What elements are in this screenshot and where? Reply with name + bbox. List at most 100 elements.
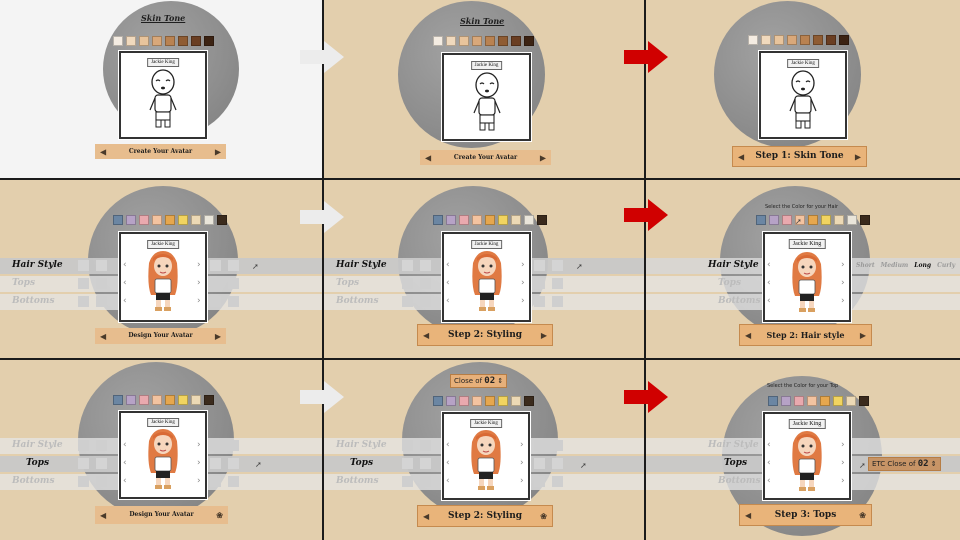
color-swatch[interactable] bbox=[847, 215, 857, 225]
color-swatch[interactable] bbox=[846, 396, 856, 406]
style-thumbnail[interactable] bbox=[402, 440, 413, 451]
hair-swatches[interactable] bbox=[433, 215, 547, 225]
chevron-left-icon[interactable]: ‹ bbox=[446, 458, 450, 468]
color-swatch[interactable] bbox=[113, 36, 123, 46]
style-thumbnail[interactable] bbox=[420, 440, 431, 451]
chevron-right-icon[interactable]: › bbox=[520, 476, 524, 486]
style-thumbnail[interactable] bbox=[210, 278, 221, 289]
hair-swatches[interactable] bbox=[113, 215, 227, 225]
style-thumbnail[interactable] bbox=[534, 296, 545, 307]
color-swatch[interactable] bbox=[800, 35, 810, 45]
color-swatch[interactable] bbox=[820, 396, 830, 406]
chevron-left-icon[interactable]: ‹ bbox=[767, 476, 771, 486]
chevron-right-icon[interactable]: › bbox=[520, 440, 524, 450]
color-swatch[interactable] bbox=[191, 36, 201, 46]
style-thumbnail[interactable] bbox=[552, 458, 563, 469]
hair-style-option[interactable]: Medium bbox=[880, 262, 909, 269]
style-thumbnail[interactable] bbox=[78, 458, 89, 469]
color-swatch[interactable] bbox=[217, 215, 227, 225]
style-thumbnail[interactable] bbox=[402, 476, 413, 487]
chevron-left-icon[interactable]: ‹ bbox=[123, 260, 127, 270]
color-swatch[interactable] bbox=[839, 35, 849, 45]
chevron-right-icon[interactable]: › bbox=[197, 458, 201, 468]
color-swatch[interactable] bbox=[748, 35, 758, 45]
chevron-left-icon[interactable]: ‹ bbox=[767, 278, 771, 288]
style-thumbnail[interactable] bbox=[534, 278, 545, 289]
chevron-right-icon[interactable]: › bbox=[197, 278, 201, 288]
step2-banner[interactable]: ◀Step 2: Styling❀ bbox=[417, 505, 553, 527]
step2-banner[interactable]: ◀Step 2: Styling▶ bbox=[417, 324, 553, 346]
style-thumbnail[interactable] bbox=[420, 260, 431, 271]
style-thumbnail[interactable] bbox=[210, 260, 221, 271]
chevron-right-icon[interactable]: › bbox=[841, 440, 845, 450]
chevron-right-icon[interactable]: › bbox=[197, 260, 201, 270]
color-swatch[interactable] bbox=[472, 396, 482, 406]
step1-banner[interactable]: ◀Step 1: Skin Tone▶ bbox=[732, 146, 867, 167]
color-swatch[interactable] bbox=[152, 395, 162, 405]
color-swatch[interactable] bbox=[774, 35, 784, 45]
color-swatch[interactable] bbox=[807, 396, 817, 406]
color-swatch[interactable] bbox=[433, 36, 443, 46]
hair-style-option[interactable]: Short bbox=[856, 262, 875, 269]
color-swatch[interactable] bbox=[165, 36, 175, 46]
color-swatch[interactable] bbox=[524, 396, 534, 406]
style-thumbnail[interactable] bbox=[402, 296, 413, 307]
color-swatch[interactable] bbox=[165, 395, 175, 405]
chevron-left-icon[interactable]: ‹ bbox=[123, 440, 127, 450]
color-swatch[interactable] bbox=[761, 35, 771, 45]
color-swatch[interactable] bbox=[821, 215, 831, 225]
chevron-right-icon[interactable]: › bbox=[841, 476, 845, 486]
color-swatch[interactable] bbox=[860, 215, 870, 225]
chevron-left-icon[interactable]: ‹ bbox=[123, 458, 127, 468]
chevron-left-icon[interactable]: ‹ bbox=[767, 458, 771, 468]
chevron-right-icon[interactable]: › bbox=[841, 260, 845, 270]
chevron-left-icon[interactable]: ‹ bbox=[123, 296, 127, 306]
create-avatar-button[interactable]: ◀Create Your Avatar▶ bbox=[420, 150, 551, 165]
style-thumbnail[interactable] bbox=[552, 278, 563, 289]
chevron-right-icon[interactable]: › bbox=[841, 296, 845, 306]
color-swatch[interactable] bbox=[859, 396, 869, 406]
chevron-left-icon[interactable]: ‹ bbox=[446, 278, 450, 288]
color-swatch[interactable] bbox=[524, 215, 534, 225]
design-avatar-button[interactable]: ◀Design Your Avatar❀ bbox=[95, 506, 228, 524]
style-thumbnail[interactable] bbox=[420, 476, 431, 487]
step2-hair-banner[interactable]: ◀Step 2: Hair style▶ bbox=[739, 324, 872, 346]
hair-style-option[interactable]: Curly bbox=[937, 262, 956, 269]
color-swatch[interactable] bbox=[834, 215, 844, 225]
style-thumbnail[interactable] bbox=[210, 476, 221, 487]
chevron-right-icon[interactable]: › bbox=[520, 458, 524, 468]
color-swatch[interactable] bbox=[472, 36, 482, 46]
color-swatch[interactable] bbox=[433, 215, 443, 225]
color-swatch[interactable] bbox=[782, 215, 792, 225]
color-swatch[interactable] bbox=[459, 215, 469, 225]
color-swatch[interactable] bbox=[459, 36, 469, 46]
style-thumbnail[interactable] bbox=[96, 260, 107, 271]
chevron-left-icon[interactable]: ‹ bbox=[123, 278, 127, 288]
style-thumbnail[interactable] bbox=[552, 476, 563, 487]
style-thumbnail[interactable] bbox=[534, 476, 545, 487]
create-avatar-button[interactable]: ◀Create Your Avatar▶ bbox=[95, 144, 226, 159]
chevron-right-icon[interactable]: › bbox=[197, 296, 201, 306]
color-swatch[interactable] bbox=[191, 215, 201, 225]
style-thumbnail[interactable] bbox=[402, 260, 413, 271]
color-swatch[interactable] bbox=[498, 215, 508, 225]
style-thumbnail[interactable] bbox=[228, 260, 239, 271]
color-swatch[interactable] bbox=[139, 395, 149, 405]
color-swatch[interactable] bbox=[191, 395, 201, 405]
hair-style-option[interactable]: Long bbox=[914, 262, 932, 269]
etc-close-of-stepper[interactable]: ETC Close of 02 ⇕ bbox=[868, 457, 941, 471]
style-thumbnail[interactable] bbox=[534, 440, 545, 451]
color-swatch[interactable] bbox=[833, 396, 843, 406]
color-swatch[interactable] bbox=[152, 215, 162, 225]
color-swatch[interactable] bbox=[126, 215, 136, 225]
chevron-left-icon[interactable]: ‹ bbox=[123, 476, 127, 486]
chevron-left-icon[interactable]: ‹ bbox=[767, 296, 771, 306]
color-swatch[interactable] bbox=[511, 36, 521, 46]
style-thumbnail[interactable] bbox=[96, 458, 107, 469]
chevron-right-icon[interactable]: › bbox=[841, 458, 845, 468]
color-swatch[interactable] bbox=[511, 396, 521, 406]
style-thumbnail[interactable] bbox=[420, 296, 431, 307]
close-of-stepper[interactable]: Close of 02 ⇕ bbox=[450, 374, 508, 388]
color-swatch[interactable] bbox=[126, 395, 136, 405]
step3-banner[interactable]: ◀Step 3: Tops❀ bbox=[739, 504, 872, 526]
